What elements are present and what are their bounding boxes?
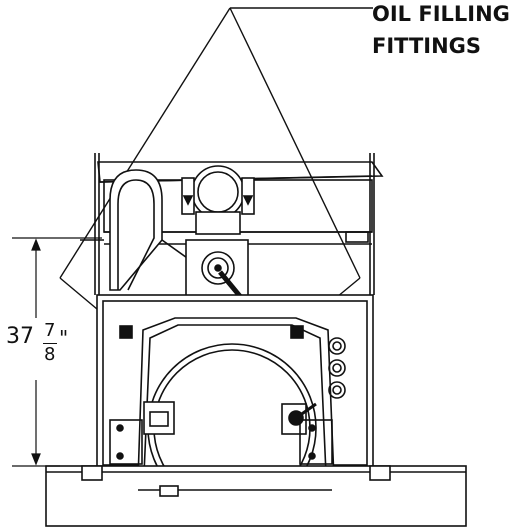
dimension-numerator: 7: [44, 320, 56, 341]
indicator-lights: [328, 337, 346, 399]
oil-filling-fitting-right: [290, 325, 304, 339]
height-dimension-line: [12, 237, 102, 467]
fraction-bar: [43, 343, 57, 344]
right-side-panel: [299, 419, 333, 465]
top-pipe-clamp: [181, 165, 255, 235]
oil-filling-fittings-callout: OIL FILLING FITTINGS: [372, 0, 519, 62]
callout-line-2: FITTINGS: [372, 34, 482, 58]
dimension-denominator: 8: [44, 344, 56, 365]
dimension-unit: ": [59, 326, 69, 350]
oil-filling-fitting-left: [119, 325, 133, 339]
left-side-panel: [109, 419, 143, 465]
callout-line-1: OIL FILLING: [372, 2, 510, 26]
base-skid: [45, 465, 467, 527]
dimension-whole: 37: [6, 324, 34, 349]
discharge-elbow: [109, 169, 191, 291]
height-dimension-label: 37 7 8 ": [6, 320, 76, 380]
